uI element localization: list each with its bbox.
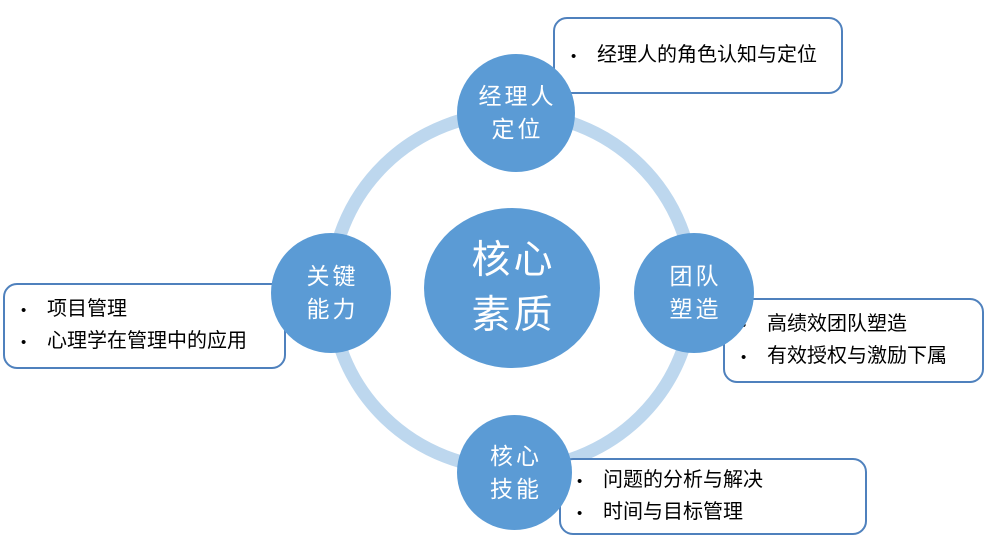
node-core-qualities: 核心 素质 [424, 208, 600, 368]
callout-item: • 项目管理 [21, 294, 276, 326]
node-label-line: 核心 [490, 443, 542, 469]
callout-list: • 问题的分析与解决 • 时间与目标管理 [577, 465, 857, 529]
callout-item: • 问题的分析与解决 [577, 465, 857, 497]
node-manager-positioning: 经理人 定位 [457, 54, 575, 172]
callout-team-building: • 高绩效团队塑造 • 有效授权与激励下属 [723, 298, 984, 383]
callout-item: • 高绩效团队塑造 [741, 309, 974, 341]
callout-list: • 项目管理 • 心理学在管理中的应用 [21, 294, 276, 358]
node-label-line: 素质 [471, 294, 556, 337]
bullet-icon: • [571, 47, 577, 65]
node-label-line: 关键 [306, 264, 359, 289]
callout-list: • 经理人的角色认知与定位 [571, 40, 833, 72]
callout-item: • 有效授权与激励下属 [741, 341, 974, 373]
callout-core-skills: • 问题的分析与解决 • 时间与目标管理 [559, 458, 867, 535]
callout-item: • 经理人的角色认知与定位 [571, 40, 833, 72]
callout-key-abilities: • 项目管理 • 心理学在管理中的应用 [3, 283, 286, 369]
bullet-icon: • [577, 472, 583, 490]
node-label-line: 核心 [471, 239, 556, 282]
callout-text: 心理学在管理中的应用 [47, 330, 247, 352]
callout-text: 有效授权与激励下属 [767, 344, 947, 367]
bullet-icon: • [577, 504, 583, 522]
callout-item: • 时间与目标管理 [577, 497, 857, 529]
callout-text: 时间与目标管理 [603, 500, 743, 523]
callout-text: 高绩效团队塑造 [767, 312, 907, 335]
node-label-line: 定位 [491, 117, 544, 142]
node-label-line: 技能 [490, 476, 542, 502]
node-label-line: 团队 [669, 264, 722, 289]
bullet-icon: • [21, 302, 27, 319]
node-team-building: 团队 塑造 [634, 233, 754, 353]
node-key-abilities: 关键 能力 [271, 233, 391, 353]
callout-text: 问题的分析与解决 [603, 468, 763, 491]
callout-manager-positioning: • 经理人的角色认知与定位 [553, 17, 843, 94]
node-label-line: 能力 [306, 297, 359, 322]
bullet-icon: • [741, 348, 747, 366]
callout-text: 经理人的角色认知与定位 [597, 43, 817, 66]
node-label-line: 塑造 [669, 297, 722, 322]
callout-item: • 心理学在管理中的应用 [21, 326, 276, 358]
node-core-skills: 核心 技能 [457, 415, 572, 530]
bullet-icon: • [21, 334, 27, 351]
node-label-line: 经理人 [478, 84, 557, 109]
callout-text: 项目管理 [47, 298, 127, 320]
callout-list: • 高绩效团队塑造 • 有效授权与激励下属 [741, 309, 974, 373]
